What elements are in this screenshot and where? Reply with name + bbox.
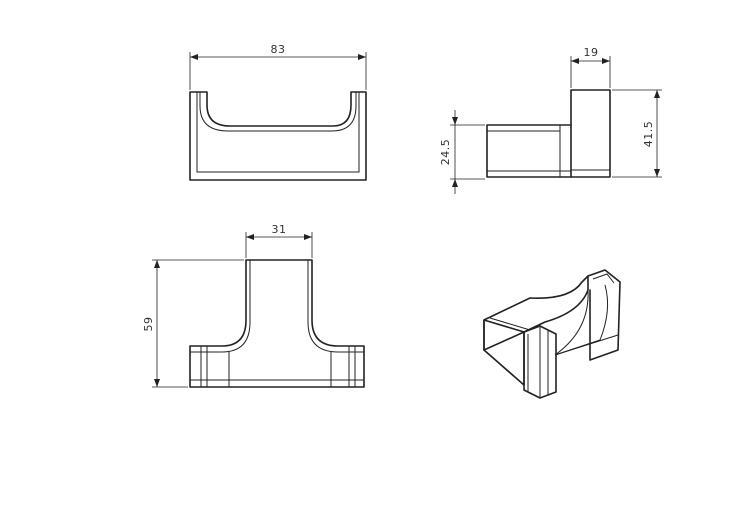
front-inner-edge <box>196 92 360 173</box>
side-view: 19 24.5 41.5 <box>439 46 662 194</box>
side-backplate <box>570 89 611 178</box>
side-arm <box>486 124 572 178</box>
top-inner-fillet <box>190 260 251 353</box>
side-depth-label: 19 <box>584 46 599 59</box>
iso-arm-front <box>483 319 525 386</box>
top-arm-width-label: 31 <box>272 223 287 236</box>
side-total-height-label: 41.5 <box>642 121 655 148</box>
front-fillet-edge <box>199 92 357 132</box>
side-arm-height-label: 24.5 <box>439 139 452 166</box>
front-width-label: 83 <box>271 43 286 56</box>
isometric-view <box>483 269 621 399</box>
top-inner-fillet-right <box>307 260 364 353</box>
front-view: 83 <box>189 43 367 181</box>
iso-arm-top-edge <box>489 317 531 331</box>
top-outline <box>189 259 365 388</box>
top-view: 31 59 <box>142 223 365 388</box>
iso-hook-lower <box>554 334 619 356</box>
front-outline <box>189 91 367 181</box>
iso-tip <box>587 269 621 361</box>
iso-tip-inner <box>592 273 615 284</box>
top-projection-label: 59 <box>142 317 155 332</box>
